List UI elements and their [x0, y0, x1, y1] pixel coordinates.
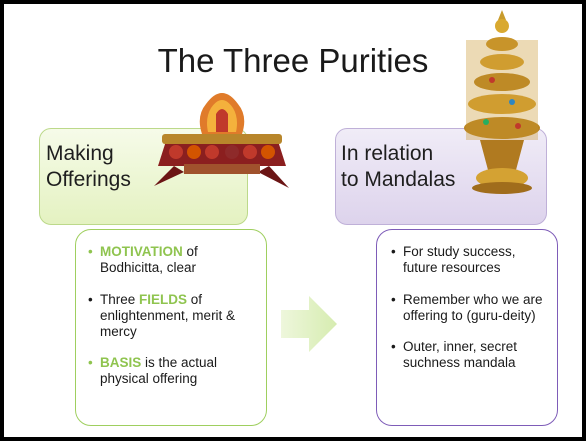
slide: The Three Purities Making Offerings In r… [4, 4, 582, 437]
list-item: • Three FIELDS of enlightenment, merit &… [86, 292, 258, 340]
bullet-text-after: is the actual physical offering [100, 355, 218, 386]
header-left-line1: Making [46, 142, 114, 165]
offering-altar-image [154, 93, 289, 188]
bullet-keyword: FIELDS [139, 292, 188, 307]
golden-mandala-image [464, 10, 540, 194]
bullet-dot-icon: • [88, 292, 93, 307]
mandalas-content: • For study success, future resources • … [376, 229, 558, 426]
bullet-text-before: Three [100, 292, 140, 307]
header-left-line2: Offerings [46, 168, 131, 191]
bullet-text: Outer, inner, secret suchness mandala [403, 339, 518, 370]
bullet-text-after: of Bodhicitta, clear [100, 244, 198, 275]
bullet-text-after: of enlightenment, merit & mercy [100, 292, 236, 339]
bullet-text: Remember who we are offering to (guru-de… [403, 292, 543, 323]
bullet-keyword: BASIS [100, 355, 142, 370]
bullet-dot-icon: • [391, 292, 396, 307]
list-item: • Outer, inner, secret suchness mandala [389, 339, 549, 371]
bullet-dot-icon: • [391, 244, 396, 259]
list-item: • Remember who we are offering to (guru-… [389, 292, 549, 324]
slide-title: The Three Purities [157, 42, 429, 79]
bullet-dot-icon: • [88, 355, 93, 370]
list-item: • MOTIVATION of Bodhicitta, clear [86, 244, 258, 276]
list-item: • BASIS is the actual physical offering [86, 355, 258, 387]
bullet-text: For study success, future resources [403, 244, 516, 275]
list-item: • For study success, future resources [389, 244, 549, 276]
making-offerings-list: • MOTIVATION of Bodhicitta, clear • Thre… [86, 244, 258, 387]
bullet-keyword: MOTIVATION [100, 244, 183, 259]
making-offerings-header: Making Offerings [46, 141, 166, 193]
bullet-dot-icon: • [391, 339, 396, 354]
bullet-dot-icon: • [88, 244, 93, 259]
mandalas-list: • For study success, future resources • … [389, 244, 549, 371]
making-offerings-content: • MOTIVATION of Bodhicitta, clear • Thre… [75, 229, 267, 426]
header-right-line2: to Mandalas [341, 168, 456, 191]
header-right-line1: In relation [341, 142, 434, 165]
mandalas-header: In relation to Mandalas [341, 141, 481, 193]
right-arrow-icon [281, 296, 337, 352]
